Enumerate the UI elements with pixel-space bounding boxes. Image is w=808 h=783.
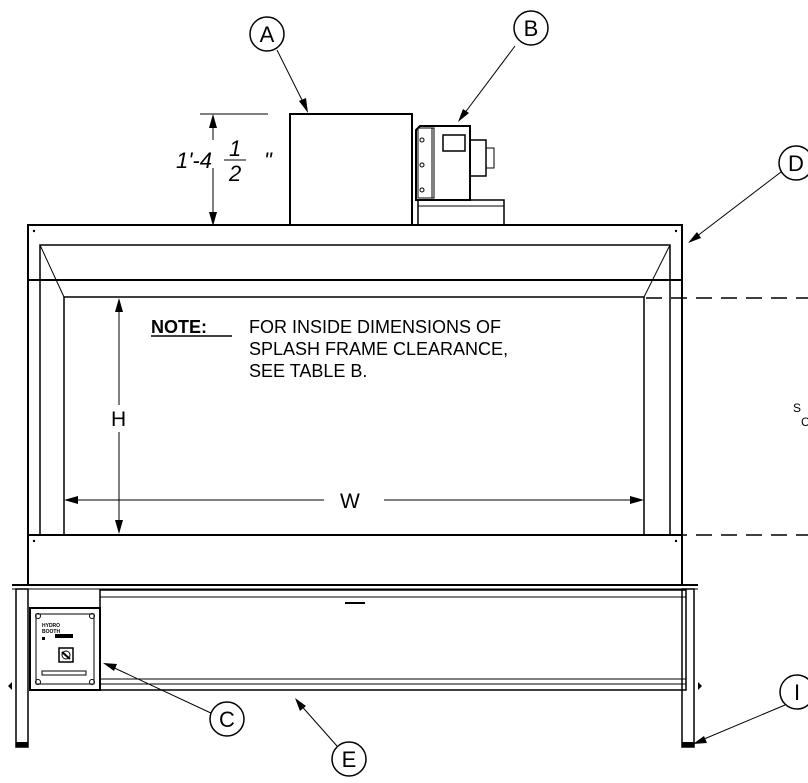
booth-top-header xyxy=(27,224,683,281)
callout-i: I xyxy=(779,674,808,710)
callout-b-label: B xyxy=(524,16,539,41)
water-pan xyxy=(8,584,702,691)
stack-dimension-whole: 1'-4 xyxy=(176,148,212,173)
note-line-3: SEE TABLE B. xyxy=(249,361,367,381)
callout-leaders xyxy=(103,45,786,747)
callout-e-label: E xyxy=(342,747,357,772)
stack-height-dimension: 1'-4 1 2 " xyxy=(176,113,273,226)
dimension-note: NOTE: FOR INSIDE DIMENSIONS OF SPLASH FR… xyxy=(151,317,508,381)
callout-c-label: C xyxy=(219,707,235,732)
width-label: W xyxy=(340,490,360,513)
side-text-2: C xyxy=(801,415,808,429)
stack-dimension-numerator: 1 xyxy=(229,136,241,161)
fan-motor xyxy=(415,125,505,226)
callout-d-label: D xyxy=(788,151,804,176)
callout-a: A xyxy=(249,16,285,52)
callout-b: B xyxy=(513,10,549,46)
height-label: H xyxy=(111,408,126,431)
control-panel: HYDRO BOOTH xyxy=(29,607,101,691)
side-view-extension-lines: S C xyxy=(646,297,808,536)
exhaust-stack xyxy=(289,113,413,226)
lower-header-band xyxy=(27,534,683,586)
callout-d: D xyxy=(778,145,808,181)
booth-legs xyxy=(15,588,695,748)
note-line-1: FOR INSIDE DIMENSIONS OF xyxy=(249,317,501,337)
height-dimension: H xyxy=(111,298,126,534)
panel-label-line1: HYDRO xyxy=(42,623,60,629)
side-text-1: S xyxy=(793,401,801,415)
callout-i-label: I xyxy=(794,680,800,705)
callout-e: E xyxy=(331,741,367,777)
callout-c: C xyxy=(209,701,245,737)
stack-dimension-denominator: 2 xyxy=(228,161,241,186)
callout-a-label: A xyxy=(260,22,275,47)
panel-label-line2: BOOTH xyxy=(42,629,60,635)
note-line-2: SPLASH FRAME CLEARANCE, xyxy=(249,339,508,359)
stack-dimension-inch-mark: " xyxy=(264,148,273,173)
note-heading: NOTE: xyxy=(151,317,207,337)
width-dimension: W xyxy=(64,490,644,513)
